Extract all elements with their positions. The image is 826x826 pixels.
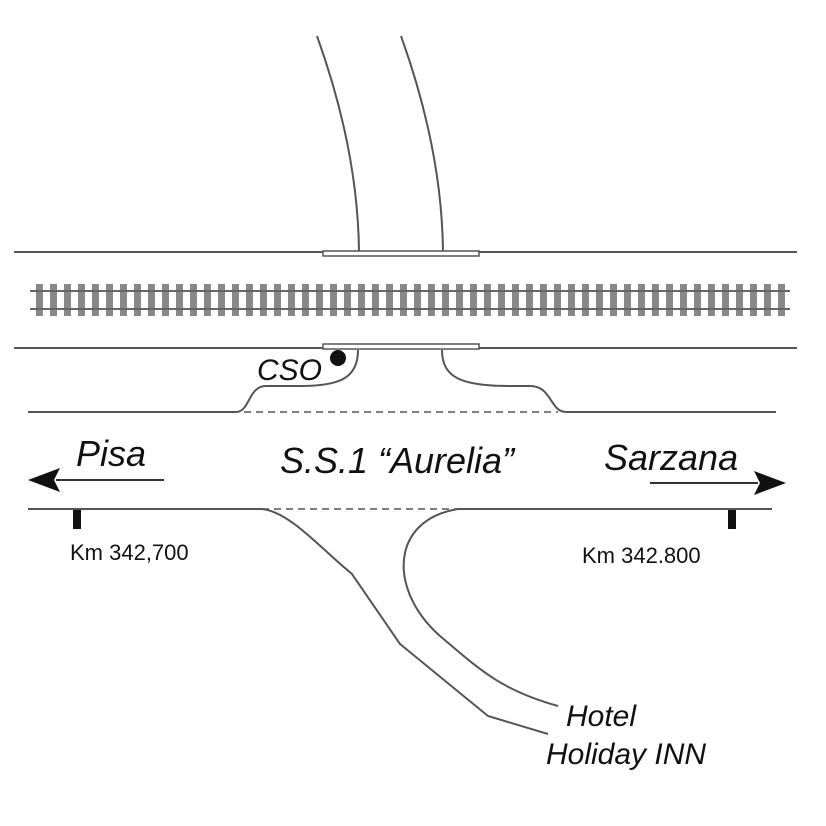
rail-sleeper [274,284,281,316]
rail-sleeper [358,284,365,316]
rail-sleeper [694,284,701,316]
rail-sleeper [190,284,197,316]
rail-sleeper [232,284,239,316]
arrow-to-sarzana [650,471,786,495]
label-km-left: Km 342,700 [70,540,189,565]
rail-sleeper [526,284,533,316]
label-cso: CSO [257,354,322,387]
rail-sleeper [148,284,155,316]
bridge-deck-bottom [322,343,480,350]
rail-sleeper [736,284,743,316]
north-road-left-edge [316,35,360,253]
rail-sleeper [484,284,491,316]
rail-sleeper [386,284,393,316]
label-pisa: Pisa [76,433,146,474]
rail-sleeper [302,284,309,316]
rail-sleeper [204,284,211,316]
rail-sleeper [92,284,99,316]
rail-sleeper [540,284,547,316]
rail-sleeper [610,284,617,316]
rail-sleeper [64,284,71,316]
rail-sleeper [456,284,463,316]
rail-sleeper [372,284,379,316]
rail-sleeper [778,284,785,316]
rail-sleeper [624,284,631,316]
rail-sleeper [428,284,435,316]
hotel-road-right-edge [402,508,559,707]
rail-sleeper [134,284,141,316]
rail-sleeper [582,284,589,316]
arrow-to-pisa [28,468,164,492]
rail-sleeper [288,284,295,316]
rail-sleeper [652,284,659,316]
rail-sleeper [722,284,729,316]
ramp-left-edge [28,349,359,413]
rail-sleeper [666,284,673,316]
km-post-left [73,510,81,529]
rail-sleeper [596,284,603,316]
rail-sleeper [162,284,169,316]
rail-sleeper [246,284,253,316]
label-km-right: Km 342.800 [582,543,701,568]
rail-sleeper [316,284,323,316]
rail-sleeper [414,284,421,316]
rail-sleeper [512,284,519,316]
ramp-right-edge [441,349,776,413]
rail-sleeper [442,284,449,316]
rail-sleeper [330,284,337,316]
rail-sleeper [764,284,771,316]
rail-sleeper [344,284,351,316]
rail-sleeper [554,284,561,316]
rail-sleeper [568,284,575,316]
label-hotel-line2: Holiday INN [546,738,706,771]
rail-sleeper [50,284,57,316]
rail-sleeper [470,284,477,316]
railway-track [30,284,790,316]
rail-sleeper [708,284,715,316]
rail-sleeper [638,284,645,316]
rail-sleeper [120,284,127,316]
rail-sleeper [400,284,407,316]
label-road-name: S.S.1 “Aurelia” [280,440,516,481]
rail-sleeper [176,284,183,316]
hotel-road-left-edge [261,508,549,735]
cso-marker-dot [330,350,346,366]
rail-sleeper [750,284,757,316]
rail-sleeper [498,284,505,316]
north-road-right-edge [400,35,444,253]
rail-sleeper [78,284,85,316]
rail-sleeper [260,284,267,316]
bridge-deck-top [322,250,480,257]
label-sarzana: Sarzana [604,437,738,478]
railway-sleepers [36,284,785,316]
rail-sleeper [106,284,113,316]
rail-sleeper [680,284,687,316]
label-hotel-line1: Hotel [566,700,637,733]
km-post-right [728,510,736,529]
rail-sleeper [36,284,43,316]
rail-sleeper [218,284,225,316]
